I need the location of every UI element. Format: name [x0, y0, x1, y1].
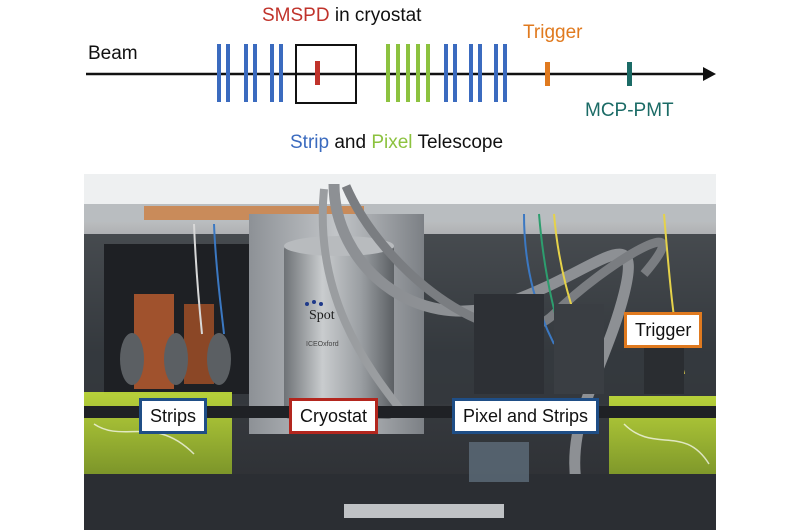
wiring — [623, 423, 710, 465]
photo-trigger-label: Trigger — [624, 312, 703, 348]
module-left — [207, 333, 231, 385]
pixel-plane — [386, 44, 390, 102]
cryostat-top — [284, 236, 394, 256]
smspd-label-rest: in cryostat — [329, 5, 422, 26]
instrument-box — [474, 294, 544, 394]
module-left — [164, 333, 188, 385]
hose — [341, 184, 668, 333]
telescope-caption: Strip and Pixel Telescope — [290, 132, 503, 154]
smspd-label: SMSPD in cryostat — [262, 5, 421, 27]
strip-plane — [270, 44, 274, 102]
module-left — [120, 333, 144, 385]
cryostat-brand: Spot — [309, 308, 335, 323]
strip-plane — [478, 44, 482, 102]
brand-dot — [319, 302, 323, 306]
smspd-marker — [315, 61, 320, 85]
strip-plane — [494, 44, 498, 102]
mcp-pmt-marker — [627, 62, 632, 86]
strips-label: Strips — [139, 398, 208, 434]
table-base — [84, 474, 716, 530]
strip-plane — [217, 44, 221, 102]
pixel-plane — [416, 44, 420, 102]
hose — [318, 188, 408, 417]
strip-plane — [453, 44, 457, 102]
beam-arrowhead — [703, 67, 716, 81]
cryostat-body — [284, 244, 394, 419]
beamline-schematic — [86, 44, 716, 104]
strip-plane — [469, 44, 473, 102]
pixel-box — [469, 442, 529, 482]
strip-plane — [244, 44, 248, 102]
lab-photo-illustration: Spot ICEOxford — [84, 174, 716, 530]
brand-dot — [312, 300, 316, 304]
ceiling — [84, 174, 716, 204]
trigger-label: Trigger — [523, 22, 583, 43]
cryostat-badge: ICEOxford — [306, 341, 339, 348]
cryostat-label: Cryostat — [289, 398, 379, 434]
telescope-rest: Telescope — [412, 132, 504, 153]
mcp-pmt-label: MCP-PMT — [585, 100, 674, 121]
cable — [193, 223, 203, 335]
telescope-strip-word: Strip — [290, 132, 330, 153]
trigger-marker — [545, 62, 550, 86]
strip-plane — [279, 44, 283, 102]
telescope-and-word: and — [329, 132, 372, 153]
cable — [213, 223, 225, 335]
brand-dot — [305, 302, 309, 306]
cable — [523, 213, 555, 345]
cryostat-box — [295, 44, 357, 104]
strip-plane — [253, 44, 257, 102]
telescope-pixel-word: Pixel — [371, 132, 413, 153]
strip-plane — [226, 44, 230, 102]
base-plate — [344, 504, 504, 518]
lab-photo: Spot ICEOxford — [84, 174, 716, 530]
pixel-plane — [426, 44, 430, 102]
smspd-name: SMSPD — [262, 5, 330, 26]
pixel-strips-label: Pixel and Strips — [452, 398, 600, 434]
strip-plane — [444, 44, 448, 102]
instrument-box — [554, 304, 604, 394]
beam-label: Beam — [88, 43, 138, 64]
pixel-plane — [396, 44, 400, 102]
pixel-plane — [406, 44, 410, 102]
strip-plane — [503, 44, 507, 102]
